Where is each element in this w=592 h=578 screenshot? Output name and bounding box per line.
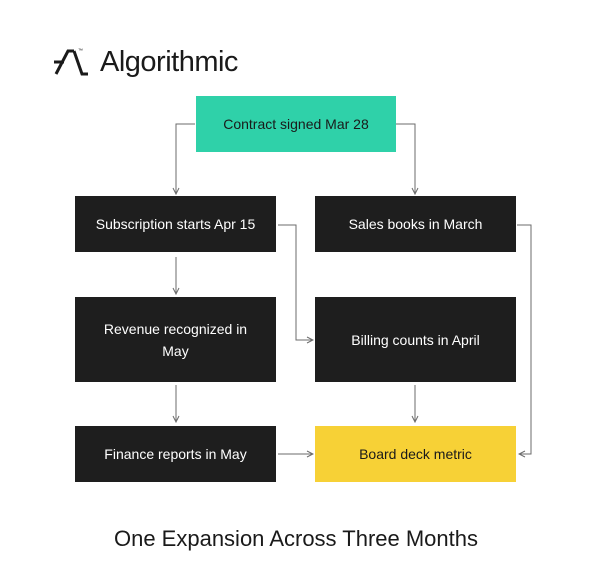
svg-text:™: ™ xyxy=(78,48,83,54)
node-finance-reports: Finance reports in May xyxy=(75,426,276,482)
brand-name: Algorithmic xyxy=(100,45,238,78)
connector-contract-to-subscription xyxy=(176,123,195,194)
node-contract-signed: Contract signed Mar 28 xyxy=(196,96,396,152)
node-billing-counts: Billing counts in April xyxy=(315,297,516,382)
brand-logo: ™ Algorithmic xyxy=(52,44,238,80)
node-sales-books: Sales books in March xyxy=(315,196,516,252)
connector-sales-to-board xyxy=(517,224,532,454)
node-revenue-recognized: Revenue recognized in May xyxy=(75,297,276,382)
connector-subscription-to-billing xyxy=(278,224,313,340)
node-board-deck-metric: Board deck metric xyxy=(315,426,516,482)
connector-contract-to-sales xyxy=(396,123,415,194)
algorithmic-logo-icon: ™ xyxy=(54,48,88,76)
node-subscription-starts: Subscription starts Apr 15 xyxy=(75,196,276,252)
diagram-caption: One Expansion Across Three Months xyxy=(113,526,478,551)
